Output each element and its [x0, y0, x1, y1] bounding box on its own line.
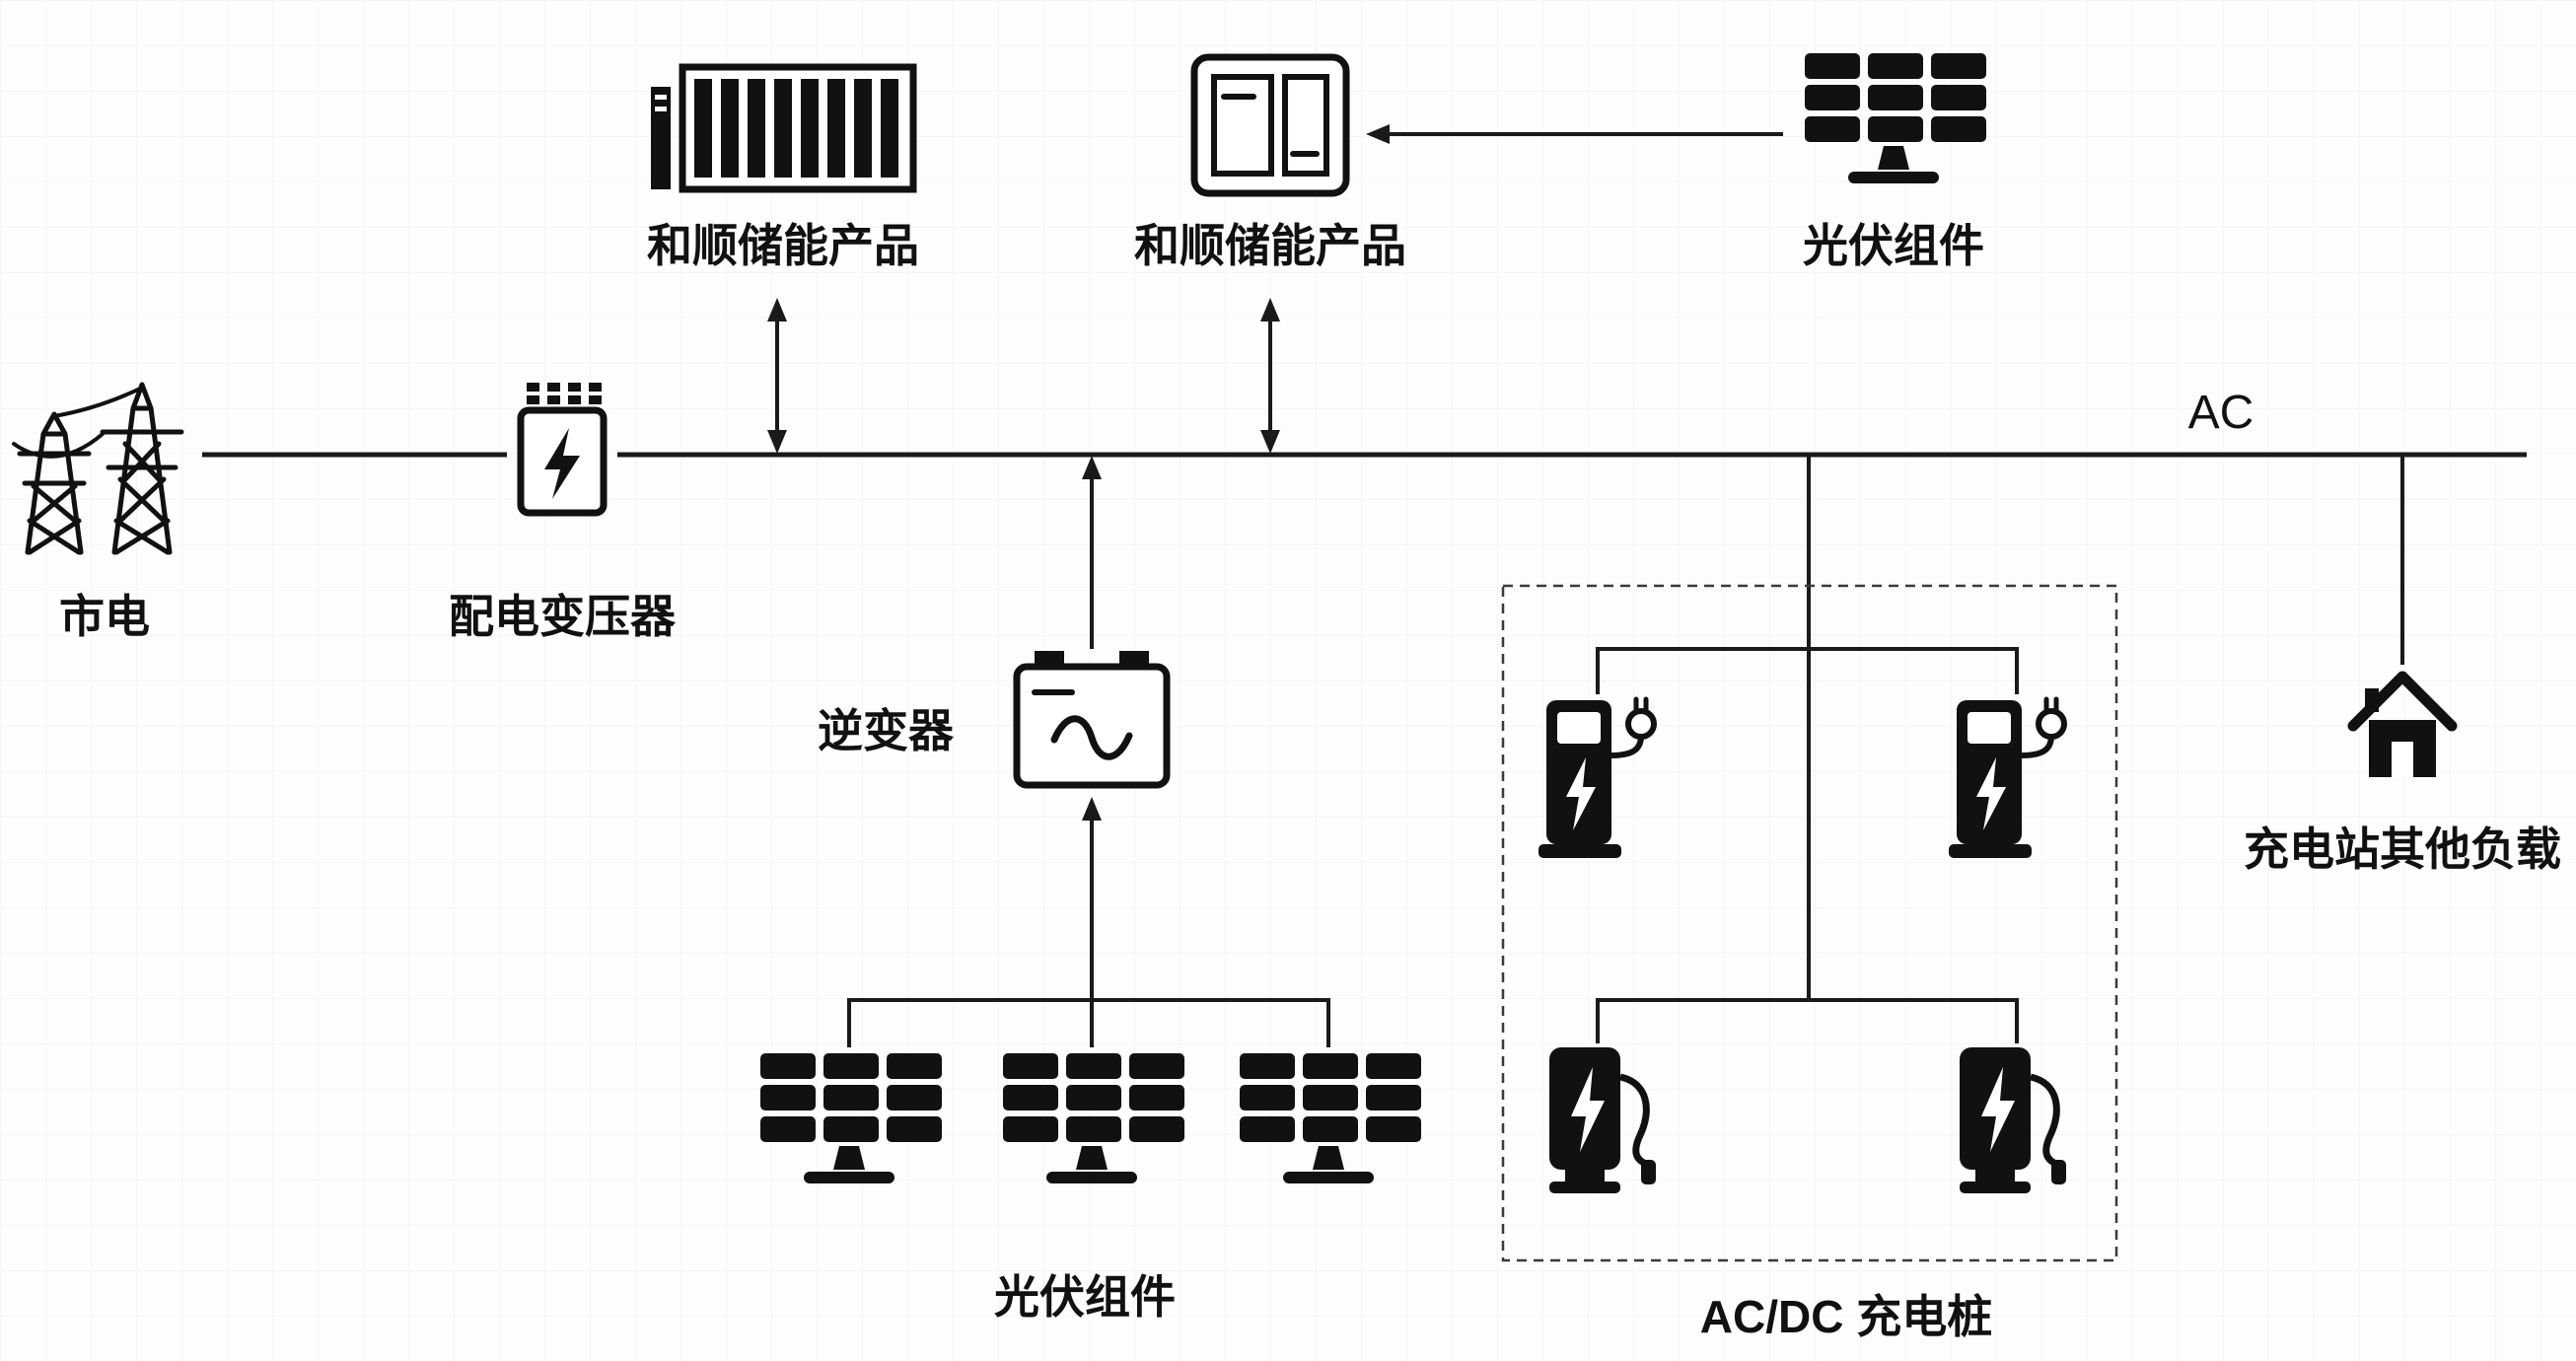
solar-panel-icon	[1797, 49, 1990, 197]
arrowhead-left	[1366, 124, 1390, 144]
ac-bus-label: AC	[2187, 387, 2254, 439]
ac-charger-icon	[1949, 692, 2077, 880]
charger-group-label: AC/DC 充电桩	[1699, 1291, 1993, 1342]
arrowhead-up	[1082, 456, 1102, 479]
charger-top-connector	[1596, 647, 2019, 694]
dc-charger-icon	[1543, 1041, 1662, 1219]
ac-charger-icon	[1538, 692, 1667, 880]
transformer-label: 配电变压器	[449, 591, 676, 642]
inverter-label: 逆变器	[818, 705, 954, 756]
storage-container-label: 和顺储能产品	[647, 220, 919, 271]
charger-group-box	[1501, 584, 2118, 1262]
dc-charger-icon	[1954, 1041, 2072, 1219]
pv-top-label: 光伏组件	[1803, 220, 1984, 271]
arrowhead-up	[1260, 298, 1280, 322]
arrowhead-up	[767, 298, 787, 322]
arrowhead-down	[767, 430, 787, 454]
solar-panel-icon	[995, 1049, 1188, 1197]
pv-bottom-label: 光伏组件	[994, 1271, 1176, 1323]
utility-label: 市电	[59, 591, 150, 642]
storage-switch-label: 和顺储能产品	[1134, 220, 1406, 271]
arrowhead-up	[1082, 797, 1102, 821]
pv-group-connector	[847, 998, 1330, 1047]
house-icon	[2347, 663, 2458, 783]
charger-bottom-connector	[1596, 998, 2019, 1043]
transformer-icon	[507, 383, 617, 527]
inverter-icon	[1011, 651, 1173, 791]
other-loads-label: 充电站其他负载	[2244, 824, 2561, 875]
battery-container-icon	[649, 57, 917, 193]
transmission-towers-icon	[12, 373, 205, 556]
solar-panel-icon	[752, 1049, 946, 1197]
solar-panel-icon	[1232, 1049, 1425, 1197]
control-cabinet-icon	[1188, 51, 1352, 199]
arrowhead-down	[1260, 430, 1280, 454]
